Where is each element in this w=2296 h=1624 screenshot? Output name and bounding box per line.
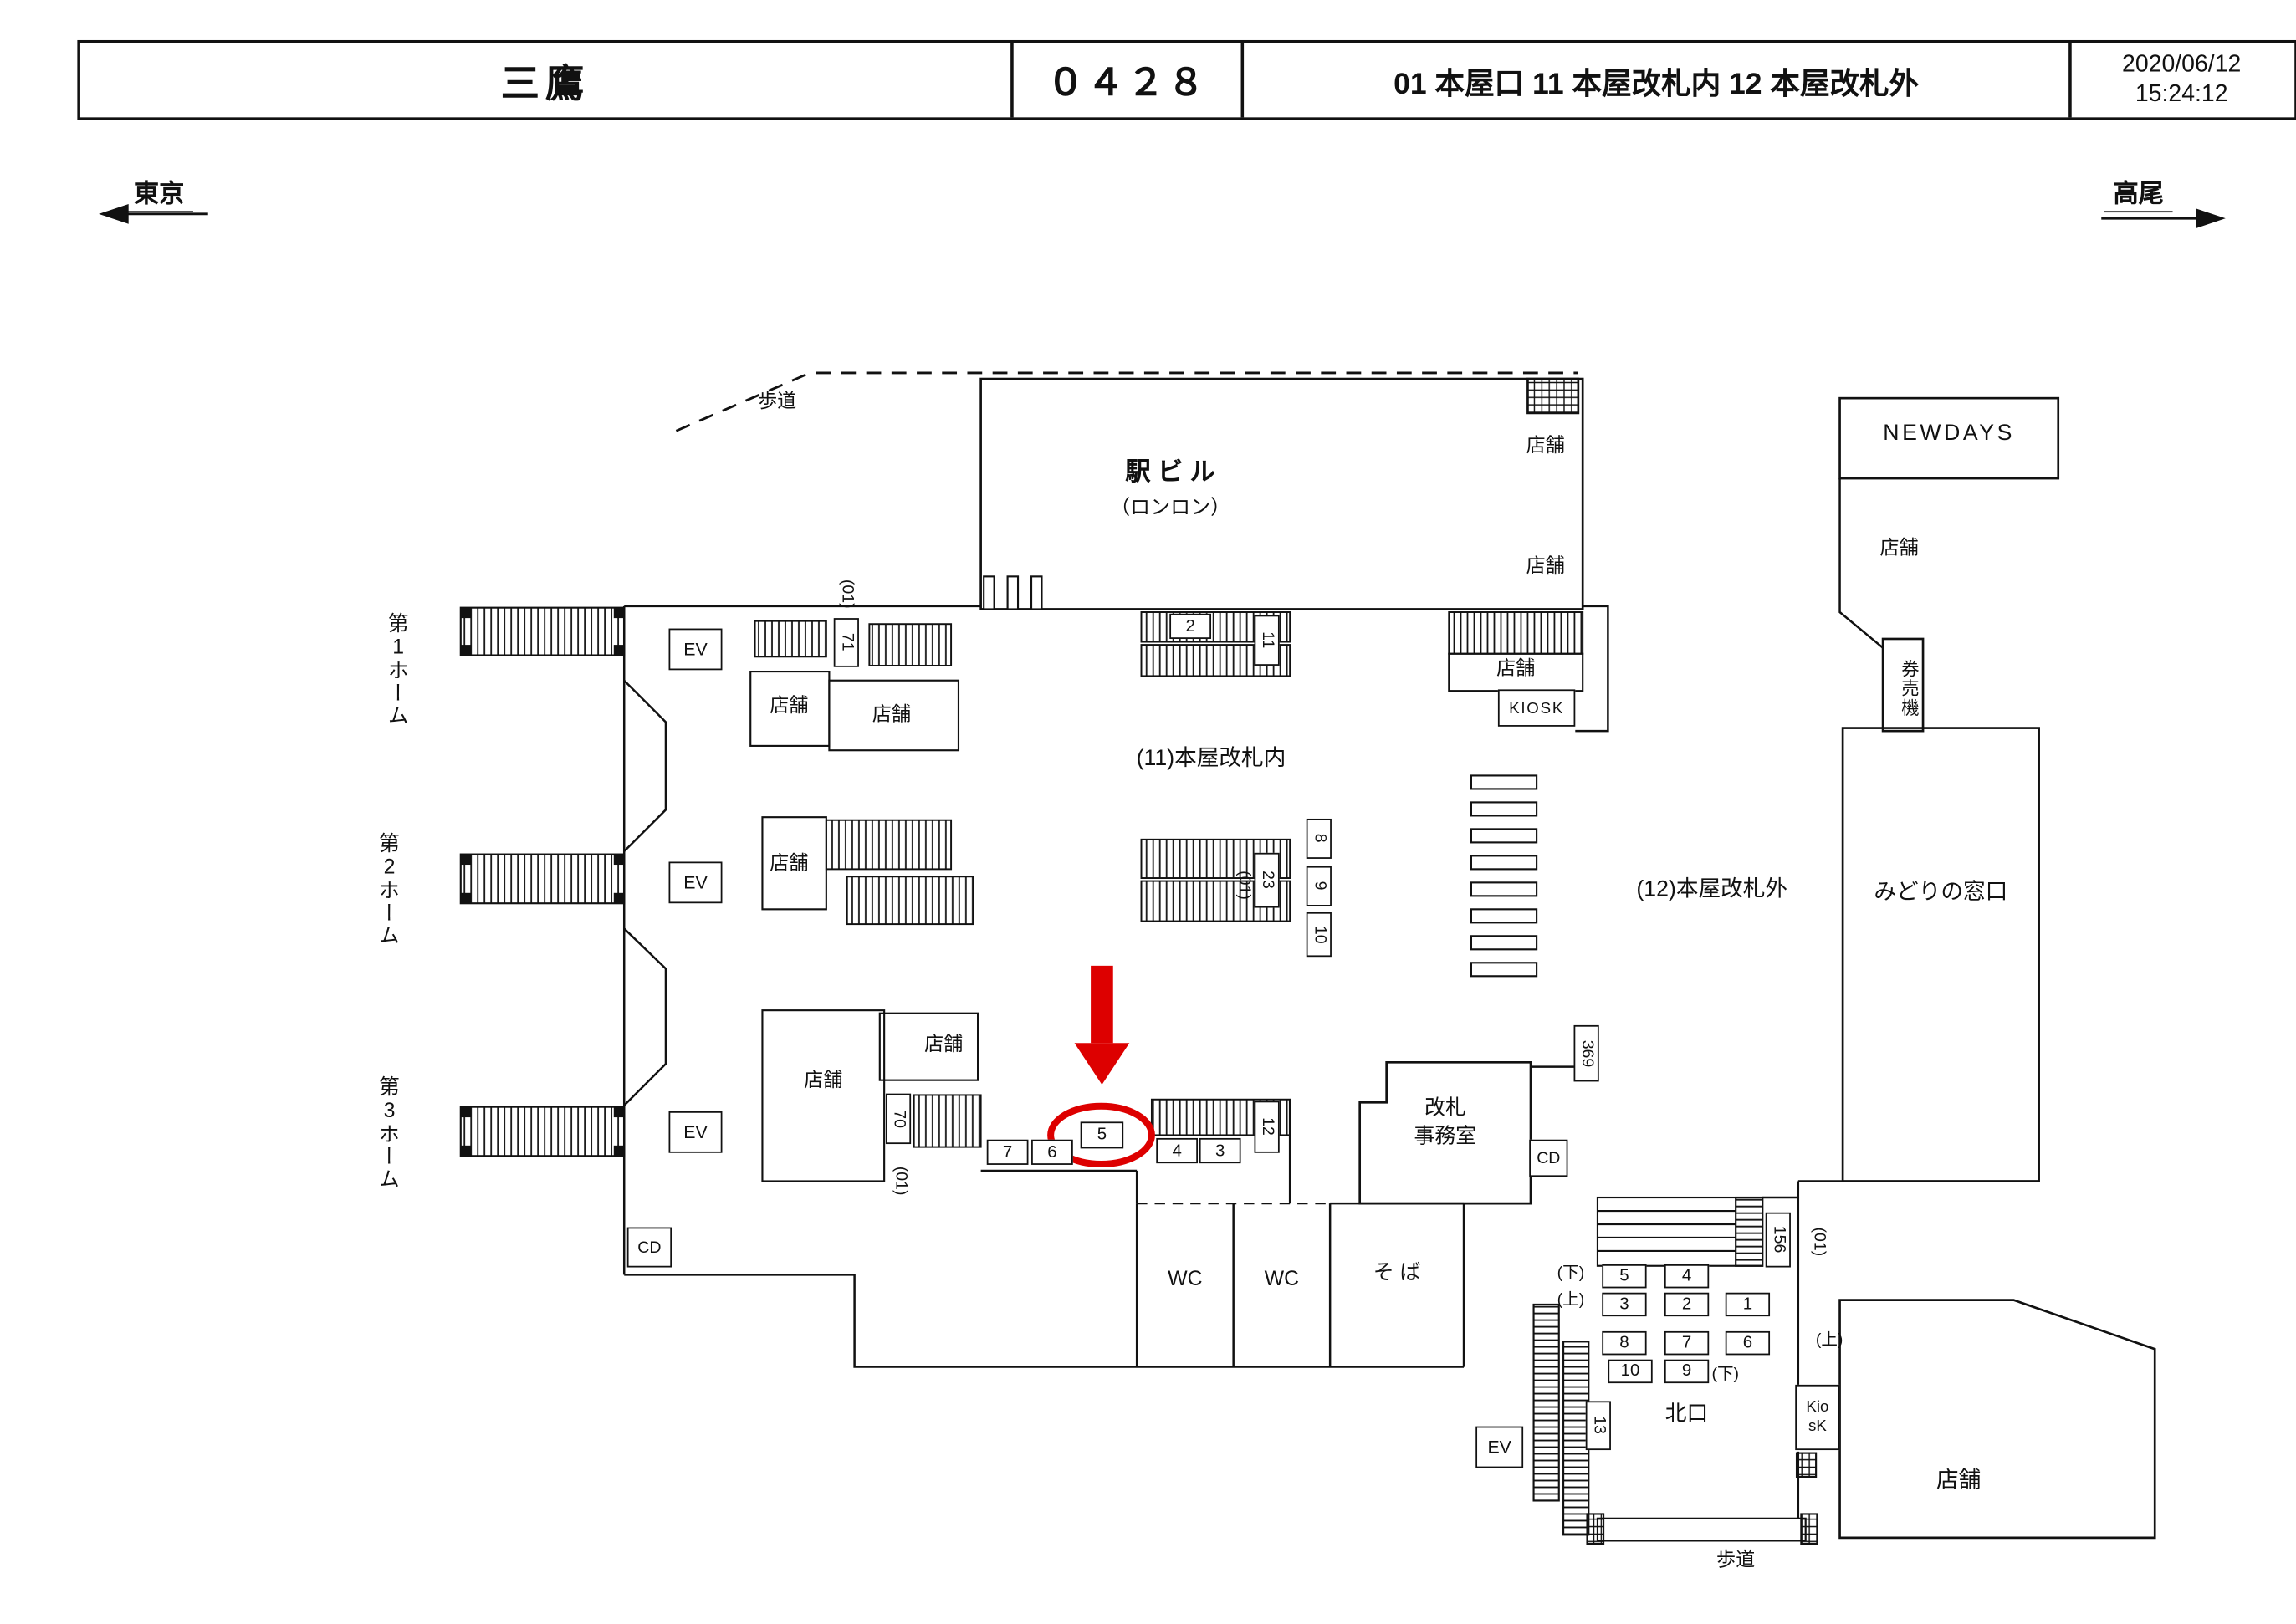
sidewalk-top-label: 歩道 [758,389,797,412]
wc-label-1: WC [1168,1265,1203,1290]
gate-office-line2: 事務室 [1414,1122,1477,1147]
shop-label: 店舗 [1879,536,1919,559]
station-code: ０４２８ [1014,43,1245,118]
shop-label: 店舗 [924,1032,964,1055]
marker-4: 4 [1156,1137,1199,1164]
header-datetime: 2020/06/12 15:24:12 [2072,43,2292,118]
marker-n9: 9 [1664,1359,1710,1384]
loc-01-label: (01) [838,580,857,610]
marker-11: 11 [1254,615,1280,666]
platform-connectors [623,679,667,1106]
direction-right-arrow [2101,208,2226,229]
down-label: (下) [1557,1264,1585,1283]
shop-label: 店舗 [770,693,809,717]
soba-label: そ ば [1373,1259,1421,1284]
marker-71: 71 [833,618,859,667]
marker-n4: 4 [1664,1264,1710,1289]
north-exit-stairs [1532,1196,1818,1545]
marker-23: 23 [1254,852,1280,908]
ticket-gates [1470,774,1538,978]
platform2-label: 第2ホーム [377,831,401,946]
direction-right-label: 高尾 [2104,172,2173,213]
elevator-box: EV [1475,1426,1524,1468]
marker-10: 10 [1306,912,1332,958]
kiosk-box: KIOSK [1497,689,1576,727]
marker-n2: 2 [1664,1292,1710,1317]
station-building-label: 駅 ビ ル [1125,457,1215,486]
loc-01-label: (01) [892,1167,910,1196]
header-sections: 01 本屋口 11 本屋改札内 12 本屋改札外 [1244,43,2072,118]
marker-5-selected: 5 [1080,1121,1124,1149]
loc-01-label: (01) [1235,871,1253,901]
loc-01-label: (01) [1810,1227,1828,1257]
cd-box: CD [1529,1139,1568,1177]
shop-boxes [749,652,1584,1182]
sidewalk-dashed-line [675,371,1578,432]
direction-left-arrow [99,203,208,224]
platform1-label: 第1ホーム [386,611,411,726]
shop-label: 店舗 [1526,433,1565,457]
marker-n5: 5 [1602,1264,1647,1289]
inside-gates-label: (11)本屋改札内 [1136,745,1286,772]
station-name: 三鷹 [80,43,1014,118]
elevator-box: EV [668,861,723,904]
sidewalk-bottom-label: 歩道 [1716,1548,1756,1570]
marker-70: 70 [885,1093,912,1145]
down-label: (下) [1711,1365,1740,1384]
platform3-label: 第3ホーム [377,1075,401,1190]
kiosk-small-line1: Kio [1806,1398,1829,1417]
shop-label: 店舗 [804,1068,843,1091]
elevator-box: EV [668,628,723,671]
marker-369: 369 [1573,1024,1599,1082]
shop-label: 店舗 [872,702,912,726]
header-date: 2020/06/12 [2122,52,2242,78]
newdays-label: NEWDAYS [1883,420,2015,447]
gate-office-line1: 改札 [1424,1095,1466,1119]
direction-left-label: 東京 [125,172,193,213]
wc-label-2: WC [1264,1265,1300,1290]
ticket-machines-label: 券売機 [1899,658,1920,718]
marker-n7: 7 [1664,1330,1710,1356]
platform-strips [459,606,626,1157]
east-buildings [1838,396,2156,1540]
up-label: (上) [1815,1330,1843,1350]
marker-n3: 3 [1602,1292,1647,1317]
shop-label: 店舗 [1496,656,1536,679]
shop-label: 店舗 [1936,1468,1982,1494]
marker-n8: 8 [1602,1330,1647,1356]
kiosk-small-box: Kio sK [1795,1384,1840,1451]
concourse-walls [622,478,1884,1519]
marker-13: 13 [1585,1401,1611,1451]
marker-7: 7 [986,1139,1029,1165]
marker-9: 9 [1306,866,1332,906]
highlight-ellipse [1047,1102,1155,1168]
header-time: 15:24:12 [2135,81,2228,107]
marker-n6: 6 [1725,1330,1771,1356]
shop-label: 店舗 [770,851,809,874]
highlight-arrow [1074,965,1130,1085]
station-building-sublabel: （ロンロン） [1110,496,1231,519]
marker-156: 156 [1765,1212,1791,1268]
marker-8: 8 [1306,818,1332,859]
shop-label: 店舗 [1526,554,1565,577]
marker-6: 6 [1031,1139,1073,1165]
marker-n1: 1 [1725,1292,1771,1317]
cd-box: CD [626,1227,672,1268]
outside-gates-label: (12)本屋改札外 [1636,876,1788,902]
header-bar: 三鷹 ０４２８ 01 本屋口 11 本屋改札内 12 本屋改札外 2020/06… [77,39,2296,120]
midori-window-label: みどりの窓口 [1874,879,2008,906]
kiosk-small-line2: sK [1808,1417,1827,1436]
marker-n10: 10 [1608,1359,1653,1384]
marker-12: 12 [1254,1101,1280,1153]
north-exit-label: 北口 [1664,1402,1709,1427]
marker-3: 3 [1199,1137,1241,1164]
station-building-outline [979,377,1584,610]
marker-2: 2 [1169,613,1212,639]
gate-office-outline [1358,1061,1532,1205]
up-label: (上) [1557,1290,1585,1310]
gate-office-label: 改札 事務室 [1360,1094,1531,1150]
elevator-box: EV [668,1111,723,1153]
